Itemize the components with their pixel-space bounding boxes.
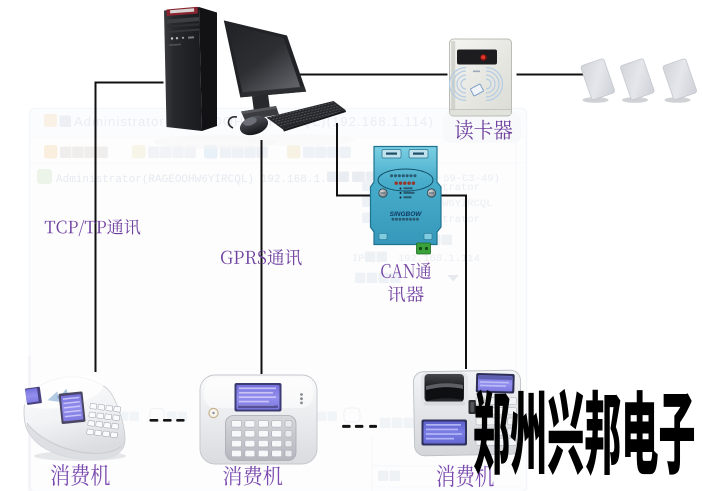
svg-text:SINGBOW: SINGBOW: [390, 211, 423, 218]
svg-text:192.168.1.114: 192.168.1.114: [398, 253, 480, 265]
svg-text:Administrator(RAGEOOHW6YIRCQL): Administrator(RAGEOOHW6YIRCQL) 192.168.1…: [56, 174, 347, 186]
svg-text:IP: IP: [352, 253, 365, 265]
